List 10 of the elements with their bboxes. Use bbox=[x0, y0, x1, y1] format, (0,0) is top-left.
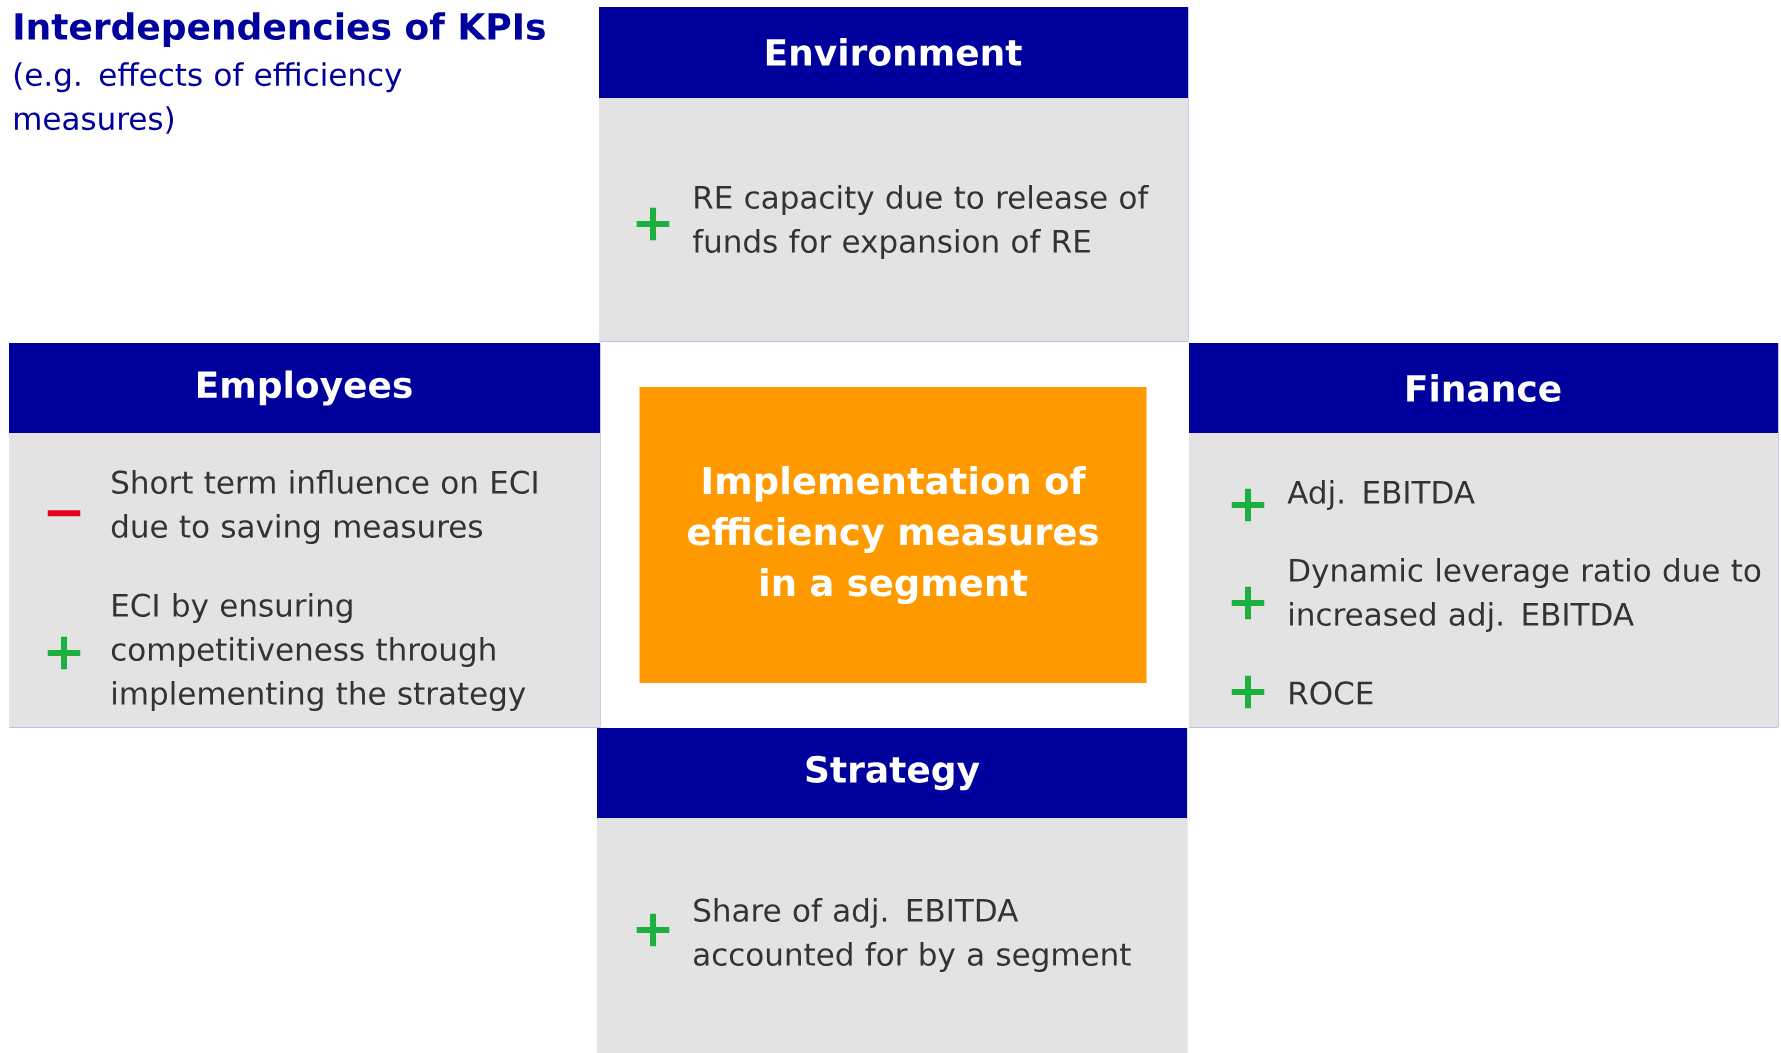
sign-symbol: + bbox=[636, 913, 670, 947]
sign-symbol: + bbox=[636, 207, 670, 241]
sign-symbol: + bbox=[1231, 586, 1265, 620]
sign-symbol: + bbox=[47, 636, 81, 670]
sign-symbol: + bbox=[1231, 488, 1265, 522]
title: Interdependencies of KPIs bbox=[15, 12, 545, 48]
sign-symbol: + bbox=[1231, 675, 1265, 709]
subtitle: (e.g. effects of efficiency measures) bbox=[14, 62, 402, 134]
sign-symbol: − bbox=[47, 510, 81, 517]
center-box: Implementation of efficiency measures in a segment bbox=[639, 387, 1147, 683]
